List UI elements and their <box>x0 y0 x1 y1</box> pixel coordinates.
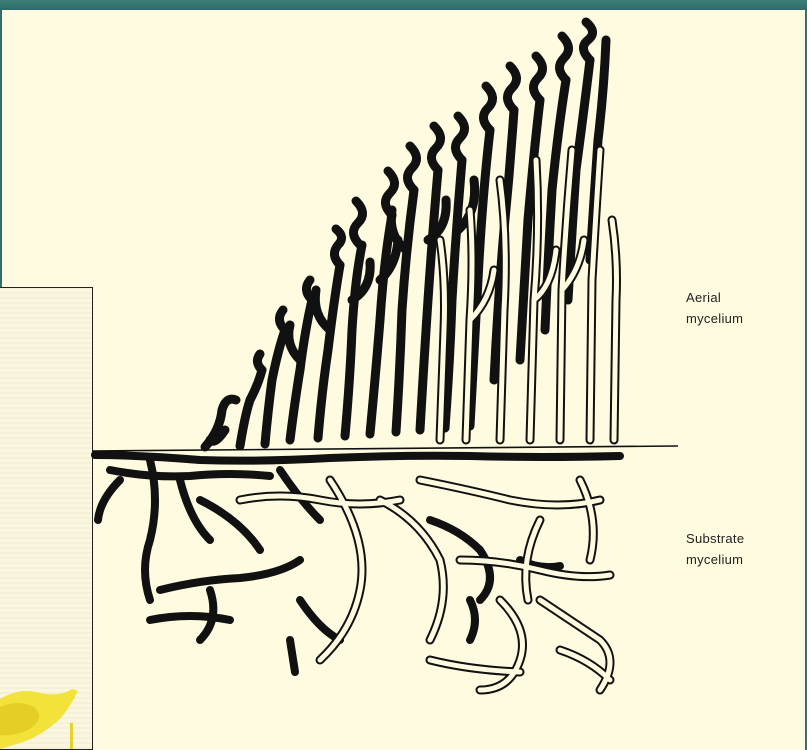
aerial-label-line2: mycelium <box>686 308 743 329</box>
substrate-mycelium-label: Substrate mycelium <box>686 528 744 570</box>
aerial-label-line1: Aerial <box>686 287 743 308</box>
aerial-dark-hyphae <box>205 22 606 447</box>
substrate-surface-line <box>93 446 678 451</box>
aerial-mycelium-label: Aerial mycelium <box>686 287 743 329</box>
substrate-label-line1: Substrate <box>686 528 744 549</box>
substrate-label-line2: mycelium <box>686 549 744 570</box>
